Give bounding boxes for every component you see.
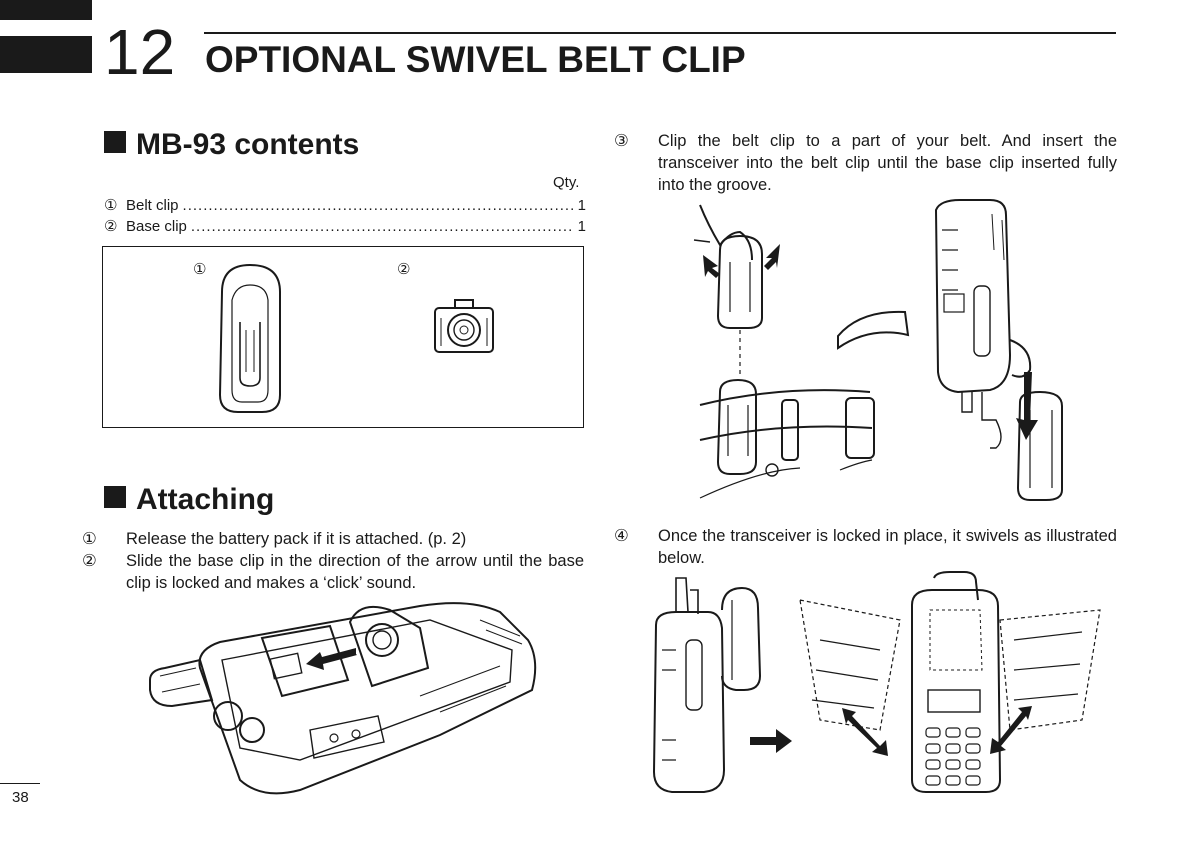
slide-arrow-icon <box>306 648 357 670</box>
item-marker: ② <box>104 217 118 235</box>
square-bullet-icon <box>104 131 126 153</box>
item-qty: 1 <box>577 218 586 235</box>
item-label: Base clip <box>126 218 187 235</box>
attaching-step-3: ③ Clip the belt clip to a part of your be… <box>614 130 1117 196</box>
figure-callout-belt-clip: ① <box>193 260 207 278</box>
contents-list: ① Belt clip .............................… <box>104 195 586 237</box>
page-number: 38 <box>12 789 29 806</box>
list-item: ④ Once the transceiver is locked in place… <box>614 525 1117 569</box>
attaching-steps-left: ① Release the battery pack if it is attac… <box>82 528 584 594</box>
attaching-heading-text: Attaching <box>136 483 275 516</box>
chapter-tab-bar-bottom <box>0 36 92 73</box>
item-label: Belt clip <box>126 197 179 214</box>
chapter-title: OPTIONAL SWIVEL BELT CLIP <box>205 39 746 80</box>
list-item: ③ Clip the belt clip to a part of your be… <box>614 130 1117 196</box>
contents-heading: MB-93 contents <box>104 127 359 163</box>
page-number-rule <box>0 783 40 784</box>
item-marker: ① <box>104 196 118 214</box>
step-marker: ② <box>82 551 97 570</box>
chapter-rule <box>204 32 1116 34</box>
square-bullet-icon <box>104 486 126 508</box>
step-marker: ③ <box>614 131 629 150</box>
step-marker: ① <box>82 529 97 548</box>
direction-arrows-icon <box>703 244 1038 440</box>
step-text: Once the transceiver is locked in place,… <box>658 527 1117 567</box>
list-item: ① Belt clip .............................… <box>104 195 586 216</box>
step-text: Clip the belt clip to a part of your bel… <box>658 132 1117 194</box>
list-item: ② Base clip .............................… <box>104 216 586 237</box>
list-item: ① Release the battery pack if it is attac… <box>82 528 584 550</box>
leader-dots: ........................................… <box>182 197 574 214</box>
swivel-arrows-icon <box>750 706 1032 756</box>
attaching-step-4: ④ Once the transceiver is locked in place… <box>614 525 1117 569</box>
qty-label: Qty. <box>553 174 580 191</box>
contents-figure <box>102 246 584 428</box>
step-marker: ④ <box>614 526 629 545</box>
step-text: Slide the base clip in the direction of … <box>126 552 584 592</box>
attaching-heading: Attaching <box>104 482 274 518</box>
chapter-tab-bar-top <box>0 0 92 20</box>
figure-callout-base-clip: ② <box>397 260 411 278</box>
item-qty: 1 <box>577 197 586 214</box>
list-item: ② Slide the base clip in the direction of… <box>82 550 584 594</box>
leader-dots: ........................................… <box>190 218 574 235</box>
contents-heading-text: MB-93 contents <box>136 128 360 161</box>
step-text: Release the battery pack if it is attach… <box>126 530 467 548</box>
chapter-number: 12 <box>104 16 176 88</box>
